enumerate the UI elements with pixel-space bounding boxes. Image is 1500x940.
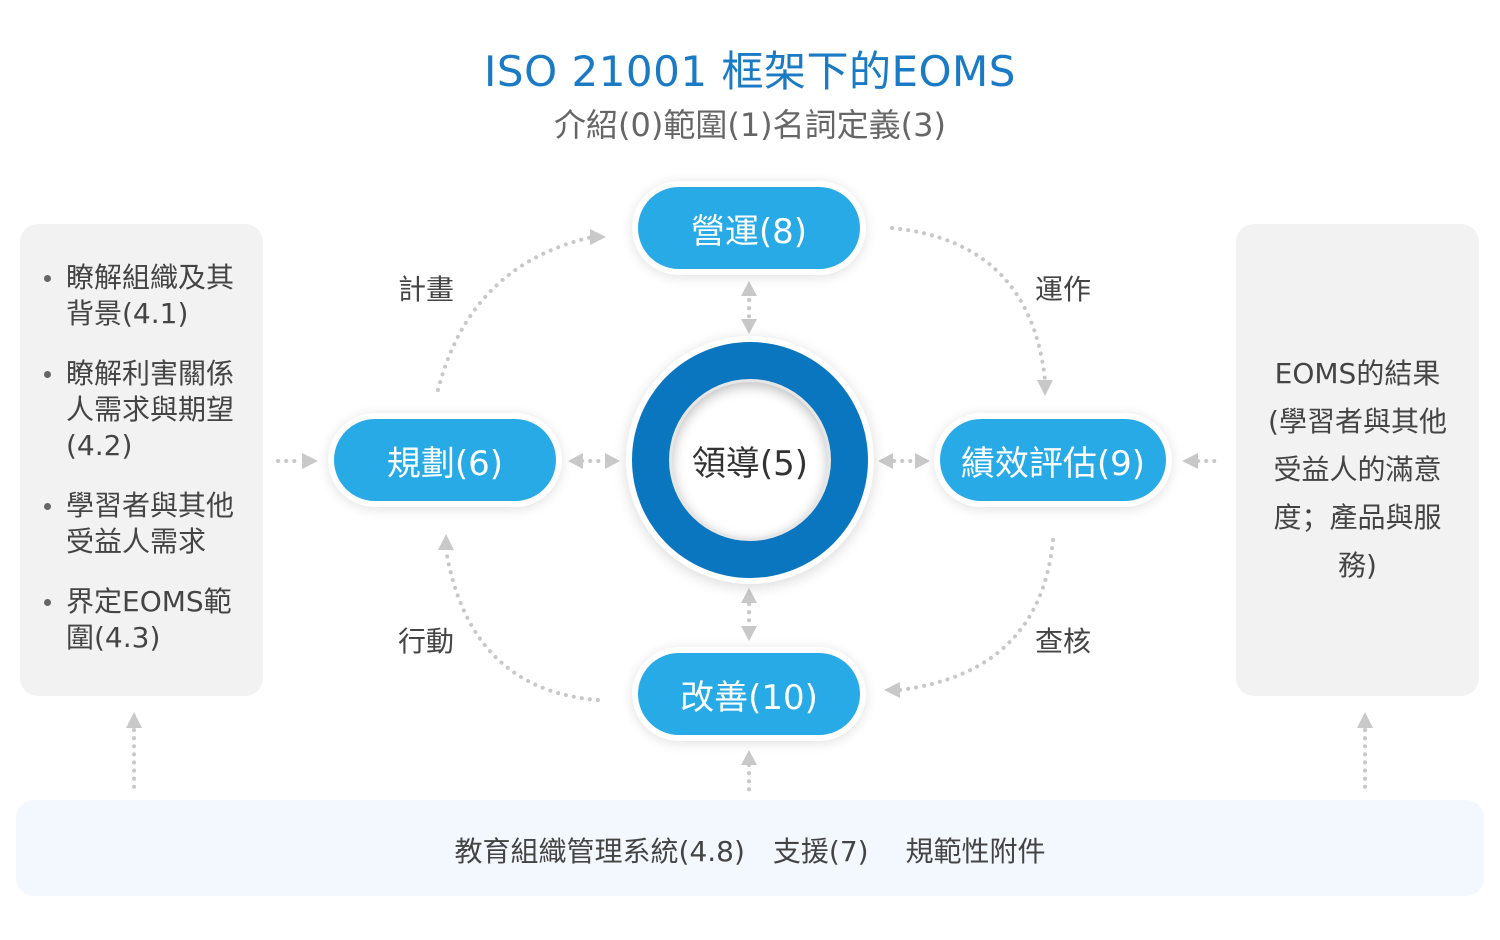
context-item: 界定EOMS範圍(4.3) <box>42 584 254 656</box>
arrowhead-left-panel <box>302 453 318 469</box>
arrowhead-act <box>438 534 454 550</box>
node-leadership: 領導(5) <box>672 382 828 538</box>
arrowhead-leader-left <box>605 453 620 469</box>
context-item: 瞭解利害關係人需求與期望(4.2) <box>42 356 254 464</box>
arrowhead-do <box>1037 380 1053 396</box>
diagram-subtitle: 介紹(0)範圍(1)名詞定義(3) <box>554 106 946 144</box>
node-evaluation: 績效評估(9) <box>940 419 1166 501</box>
arrowhead-check <box>884 682 900 698</box>
arc-plan <box>436 235 594 392</box>
arrowhead-ops-up <box>741 281 757 296</box>
results-text: EOMS的結果(學習者與其他受益人的滿意度；產品與服務) <box>1268 357 1447 582</box>
context-item: 學習者與其他受益人需求 <box>42 488 254 560</box>
context-item: 瞭解組織及其背景(4.1) <box>42 260 254 332</box>
arrowhead-bar-right <box>1357 712 1373 728</box>
arrowhead-plan <box>590 229 606 245</box>
node-planning: 規劃(6) <box>334 419 556 501</box>
support-text: 教育組織管理系統(4.8) 支援(7) 規範性附件 <box>454 835 1046 868</box>
arrowhead-right-panel <box>1182 453 1198 469</box>
arrowhead-leader-up <box>741 319 757 334</box>
arrowhead-leader-down <box>741 588 757 603</box>
arc-do <box>890 226 1047 382</box>
arc-check <box>898 538 1055 692</box>
node-operations: 營運(8) <box>638 187 860 269</box>
arrowhead-bar-improve <box>741 750 757 765</box>
arrowhead-improve-up <box>741 626 757 641</box>
support-bar: 教育組織管理系統(4.8) 支援(7) 規範性附件 <box>16 800 1484 896</box>
arrowhead-leader-right <box>878 453 893 469</box>
arc-label-do: 運作 <box>1035 273 1092 306</box>
arc-label-check: 查核 <box>1035 625 1092 658</box>
arc-label-plan: 計畫 <box>398 273 455 306</box>
results-panel: EOMS的結果(學習者與其他受益人的滿意度；產品與服務) <box>1236 224 1479 696</box>
arrowhead-eval-right <box>915 453 930 469</box>
arrowhead-bar-left <box>126 712 142 728</box>
context-panel: 瞭解組織及其背景(4.1) 瞭解利害關係人需求與期望(4.2) 學習者與其他受益… <box>20 224 263 696</box>
diagram-title: ISO 21001 框架下的EOMS <box>484 47 1016 96</box>
node-improvement: 改善(10) <box>638 653 860 735</box>
context-list: 瞭解組織及其背景(4.1) 瞭解利害關係人需求與期望(4.2) 學習者與其他受益… <box>42 260 254 680</box>
arrowhead-plan-left <box>568 453 583 469</box>
arc-label-act: 行動 <box>398 625 455 658</box>
arc-act <box>444 548 600 702</box>
